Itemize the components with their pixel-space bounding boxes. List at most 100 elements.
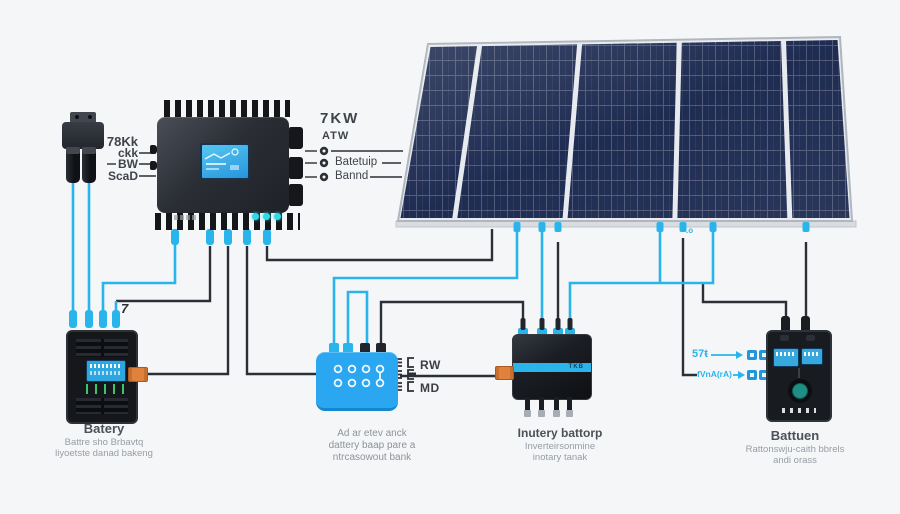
combiner-caption: Ad ar etev anck dattery baap pare a ntrc…	[292, 428, 452, 464]
wire-inverter-to-battery-orange	[148, 246, 230, 376]
battery-right-divider	[798, 368, 800, 378]
inverter-status-leds	[252, 213, 281, 220]
callout-bullets	[319, 146, 329, 182]
battery-right-title: Battuen	[770, 428, 820, 443]
array-sub-label: ATW	[322, 130, 350, 142]
battery-right-lcd-1-px	[776, 352, 796, 356]
battery-indicator-row	[86, 384, 124, 394]
battery-lcd-row-1	[90, 364, 122, 368]
battery-vent-split-top	[101, 339, 104, 357]
battery-left	[62, 328, 148, 424]
string-inverter-stripe: TKB	[513, 363, 591, 372]
mc4-plug-right	[82, 147, 96, 183]
wire-combiner-to-tkb	[379, 300, 525, 352]
battery-right	[766, 330, 832, 422]
battery-orange-connector	[128, 367, 148, 382]
string-inverter-sub-2: inotary tanak	[532, 452, 588, 463]
battery-right-knob	[792, 383, 808, 399]
wire-bus-to-right-battery	[701, 283, 788, 334]
combiner-terminal-grid	[333, 364, 385, 388]
battery-left-caption: Batery Battre sho Brbavtq liyoetste dana…	[24, 421, 184, 459]
combiner-sub-3: ntrcasowout bank	[332, 452, 412, 463]
battery-left-sub-2: liyoetste danad bakeng	[55, 448, 153, 459]
battery-right-caption: Battuen Rattonswju-caith bbrels andi ora…	[705, 428, 885, 466]
hybrid-inverter	[150, 86, 308, 246]
panel-sheen	[398, 37, 852, 221]
battery-left-title: Batery	[83, 421, 125, 436]
battery-left-sub-1: Battre sho Brbavtq	[64, 437, 144, 448]
right-battery-callout-1: 57ŧ	[692, 348, 708, 360]
combiner-port-label-top: RW	[420, 358, 441, 372]
wire-panel-bus	[568, 226, 715, 333]
tkb-pin-tip-4	[566, 410, 573, 417]
inverter-lcd-screen	[200, 143, 250, 180]
panel-note: .o	[686, 226, 694, 235]
battery-badge: 7	[121, 301, 129, 316]
combiner-sub-2: dattery baap pare a	[328, 440, 416, 451]
battery-right-sub-2: andi orass	[773, 455, 817, 466]
battery-right-top-lug-1	[780, 335, 789, 341]
label-bw: BW	[118, 157, 138, 171]
string-inverter-stripe-label: TKB	[568, 364, 584, 370]
combiner-box	[316, 352, 398, 411]
battery-lcd	[86, 360, 126, 382]
battery-right-lcd-2	[801, 348, 823, 365]
inverter-port-right-1	[289, 127, 303, 149]
combiner-port-label-bottom: MD	[420, 381, 440, 395]
inverter-port-left-2	[150, 161, 157, 170]
string-inverter-orange-connector	[495, 366, 514, 380]
label-78kk: 78Kk	[106, 134, 138, 149]
battery-vent-split-bottom	[101, 398, 104, 414]
mc4-body	[62, 122, 104, 149]
mc4-mount-plate	[70, 112, 96, 123]
battery-right-top-lug-2	[806, 335, 815, 341]
tkb-pin-2	[539, 397, 544, 411]
inverter-port-left-1	[150, 145, 157, 154]
wire-combiner-jumper	[346, 290, 369, 350]
mc4-collar-left	[66, 147, 80, 154]
battery-left-body	[66, 330, 138, 424]
wire-panel-to-combiner	[332, 226, 519, 350]
mc4-collar-right	[82, 147, 96, 154]
tkb-pin-tip-2	[538, 410, 545, 417]
inverter-brand-logo	[174, 215, 196, 220]
led-2	[263, 213, 270, 220]
string-inverter: TKB	[512, 334, 592, 400]
mc4-screw-left	[75, 115, 79, 119]
tkb-pin-1	[525, 397, 530, 411]
combiner-sub-1: Ad ar etev anck	[337, 428, 407, 439]
right-battery-callout-2: fVnA(rA)	[697, 369, 732, 379]
inverter-port-right-3	[289, 184, 303, 206]
battery-lcd-row-2	[90, 371, 122, 375]
label-scad: ScaD	[107, 169, 138, 183]
wire-inverter-to-battery-1	[101, 232, 177, 324]
wire-inverter-to-battery-bus	[116, 246, 212, 303]
inverter-body	[157, 117, 289, 220]
array-power-label: 7KW	[320, 110, 360, 127]
string-inverter-sub-1: Inverteirsonmine	[524, 441, 596, 452]
inverter-lcd-graphics	[204, 148, 239, 170]
string-inverter-title: Inutery battorp	[517, 426, 603, 440]
array-bullet-label-2: Batetuip	[333, 156, 380, 168]
led-3	[274, 213, 281, 220]
battery-right-lcd-1	[773, 348, 799, 367]
tkb-pin-tip-3	[553, 410, 560, 417]
combiner-ports	[396, 357, 416, 392]
string-inverter-caption: Inutery battorp Inverteirsonmine inotary…	[480, 425, 640, 463]
label-ckk: ckk	[117, 146, 138, 160]
inverter-port-right-2	[289, 157, 303, 179]
battery-right-lcd-2-px	[804, 352, 820, 356]
inverter-heatsink-top	[164, 100, 290, 117]
right-battery-callout-graphics	[711, 350, 769, 380]
battery-right-sub-1: Rattonswju-caith bbrels	[745, 444, 845, 455]
tkb-pin-4	[567, 397, 572, 411]
array-bullet-label-3: Bannd	[333, 170, 371, 182]
wire-inverter-to-panel	[265, 229, 494, 262]
tkb-pin-tip-1	[524, 410, 531, 417]
mc4-screw-right	[88, 115, 92, 119]
mc4-plug-left	[66, 147, 80, 183]
wire-inverter-to-combiner	[245, 246, 318, 376]
led-1	[252, 213, 259, 220]
